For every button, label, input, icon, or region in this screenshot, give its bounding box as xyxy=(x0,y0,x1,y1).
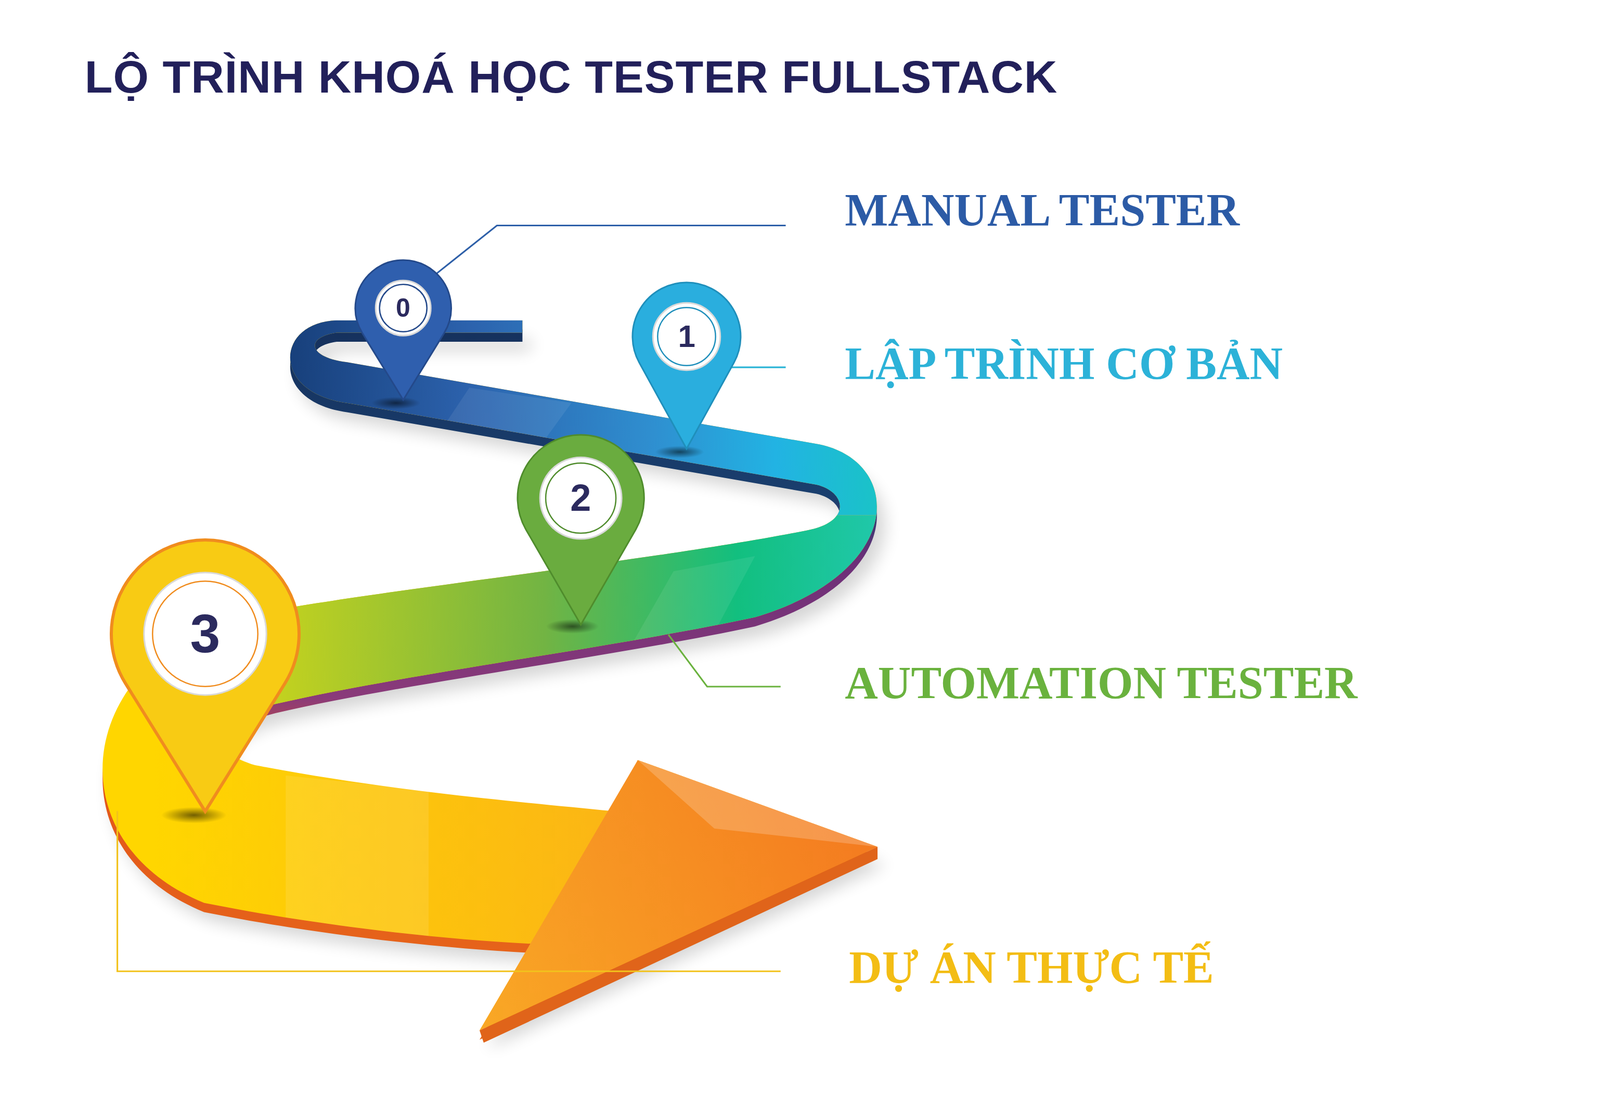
title: LỘ TRÌNH KHOÁ HỌC TESTER FULLSTACK xyxy=(84,50,1058,103)
pin-face-text: 2 xyxy=(517,434,644,562)
callout-number: 3 xyxy=(189,606,221,661)
pin-body xyxy=(355,260,451,400)
stage-label: MANUAL TESTER xyxy=(844,182,1240,238)
pin-body xyxy=(632,282,741,449)
pin-shape xyxy=(355,260,451,400)
pin-face xyxy=(375,280,431,336)
pin-shadow xyxy=(161,806,227,823)
stage-label: DỰ ÁN THỰC TẾ xyxy=(848,939,1215,996)
pin-shadow xyxy=(546,619,600,634)
pin-face xyxy=(653,303,721,371)
road-tile xyxy=(632,556,755,643)
map-pin: 1 xyxy=(632,282,741,449)
callout-number: 1 xyxy=(678,320,696,353)
stage-label: LẬP TRÌNH CƠ BẢN xyxy=(844,336,1283,392)
road-tile xyxy=(285,775,429,939)
leader-line xyxy=(726,366,786,369)
pin-shape xyxy=(111,539,300,812)
pin-ring xyxy=(545,462,616,534)
pin-shape xyxy=(632,282,741,449)
map-pin: 2 xyxy=(517,434,644,625)
pin-shadow xyxy=(654,445,704,459)
arrow-head xyxy=(479,759,878,1031)
arrow-side xyxy=(479,846,878,1043)
pin-ring xyxy=(379,284,427,332)
callout-number: 2 xyxy=(570,479,591,517)
pin-body xyxy=(111,539,300,812)
map-pin: 3 xyxy=(111,539,300,812)
leader-line xyxy=(117,810,781,972)
leader-line xyxy=(436,225,786,274)
pin-shadow xyxy=(371,396,421,410)
pin-face xyxy=(539,457,622,539)
pin-ring xyxy=(657,307,716,366)
leader-line xyxy=(668,634,781,687)
pin-face-text: 0 xyxy=(355,260,451,356)
pin-face xyxy=(144,572,267,695)
pin-ring xyxy=(152,581,258,687)
arrow-highlight xyxy=(637,759,878,847)
pin-body xyxy=(517,434,644,625)
pin-face-text: 3 xyxy=(111,539,300,728)
stage-label: AUTOMATION TESTER xyxy=(844,655,1358,711)
pin-face-text: 1 xyxy=(632,282,741,391)
pin-shape xyxy=(517,434,644,625)
map-pin: 0 xyxy=(355,260,451,400)
callout-number: 0 xyxy=(395,294,411,321)
